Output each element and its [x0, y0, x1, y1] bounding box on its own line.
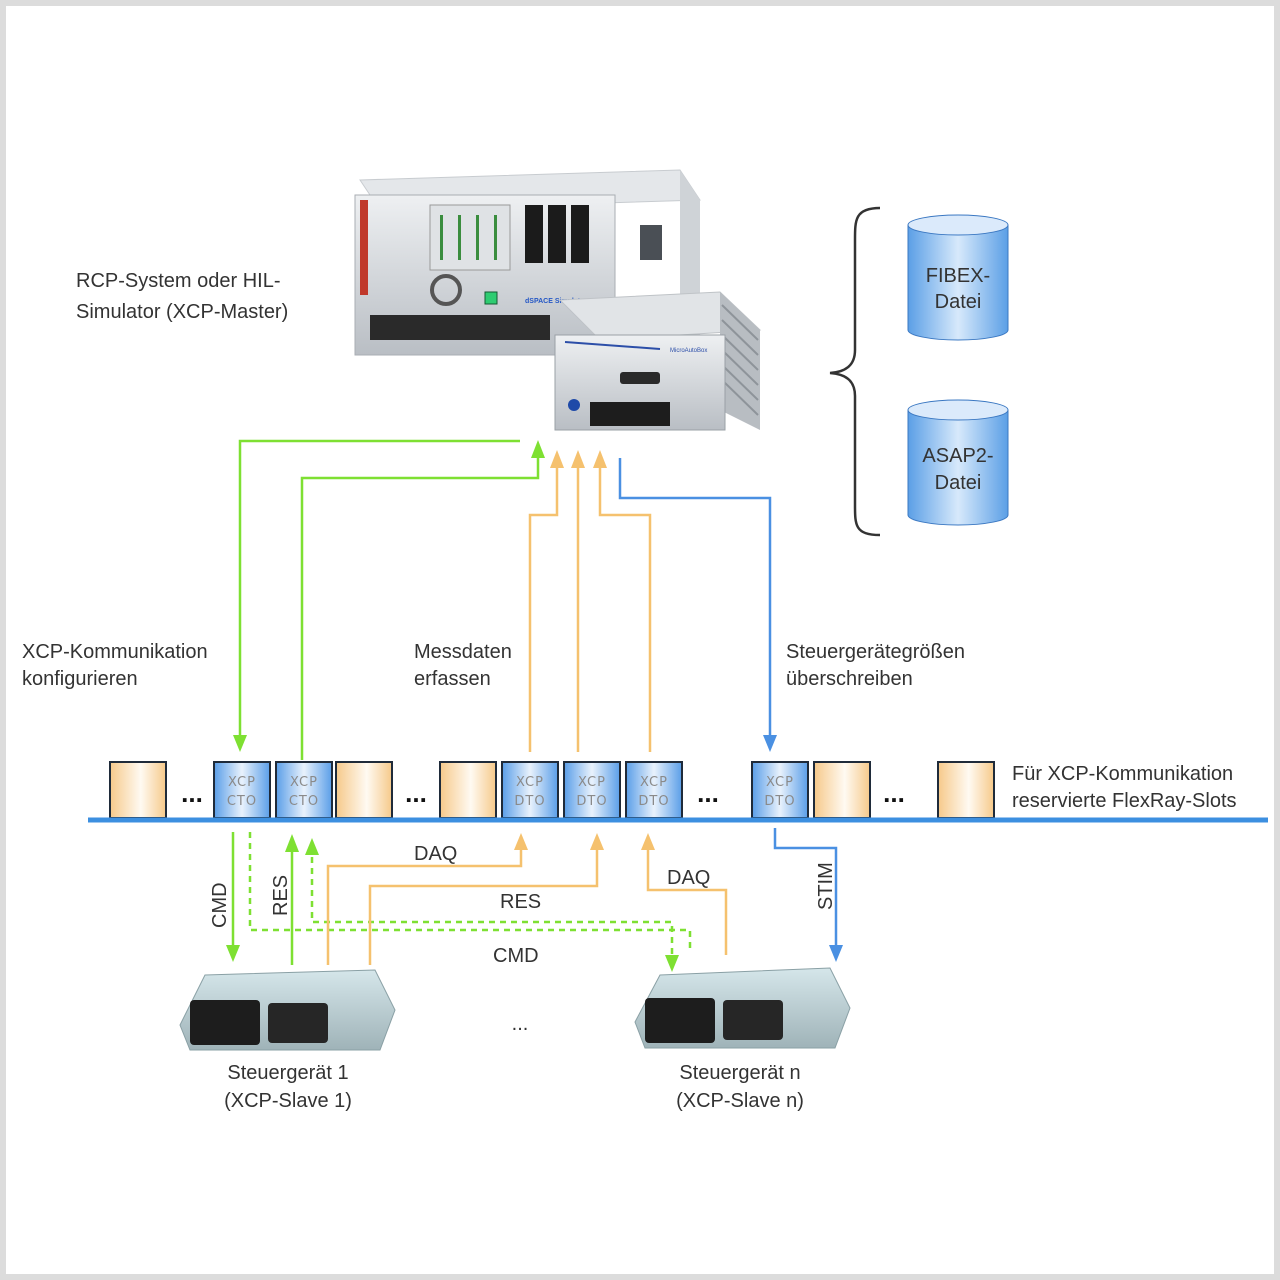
- config-annotation-line1: XCP-Kommunikation: [22, 641, 208, 663]
- hil-simulator-device: dSPACE Simulator: [354, 169, 701, 360]
- arrow-head-down-icon: [233, 735, 247, 752]
- overwrite-stim-line: [618, 458, 772, 748]
- arrow-head-down-icon: [226, 945, 240, 962]
- slot-type-label: CTO: [227, 794, 257, 809]
- master-label-line2: Simulator (XCP-Master): [76, 301, 288, 323]
- arrow-head-up-icon: [550, 450, 564, 468]
- fibex-label-line1: FIBEX-: [926, 265, 990, 287]
- arrow-head-up-icon: [641, 833, 655, 850]
- stim-line-slaven: [773, 828, 838, 950]
- measure-line-3: [598, 462, 652, 752]
- master-label-line1: RCP-System oder HIL-: [76, 270, 281, 292]
- arrow-head-up-icon: [593, 450, 607, 468]
- slot-type-label: DTO: [514, 794, 545, 809]
- measure-annotation-line1: Messdaten: [414, 641, 512, 663]
- res-label-slave1: RES: [270, 875, 292, 916]
- arrow-head-up-icon: [514, 833, 528, 850]
- slaven-label-line1: Steuergerät n: [679, 1062, 800, 1084]
- cmd-label-2: CMD: [493, 945, 539, 967]
- slot-ellipsis: ...: [405, 778, 427, 808]
- res-label-2: RES: [500, 891, 541, 913]
- config-cmd-line: [238, 439, 520, 748]
- xcp-slot: XCP CTO: [213, 761, 271, 819]
- stim-label: STIM: [815, 862, 837, 910]
- measure-line-1: [528, 462, 559, 752]
- slave1-label-line1: Steuergerät 1: [227, 1062, 348, 1084]
- arrow-head-up-icon: [531, 440, 545, 458]
- overwrite-annotation-line1: Steuergerätegrößen: [786, 641, 965, 663]
- arrow-head-down-icon: [665, 955, 679, 972]
- slot-type-label: CTO: [289, 794, 319, 809]
- arrow-head-up-icon: [571, 450, 585, 468]
- res-data-line-slave1: [368, 845, 599, 965]
- xcp-slot: XCP DTO: [751, 761, 809, 819]
- arrow-head-up-icon: [305, 838, 319, 855]
- slot-protocol-label: XCP: [228, 775, 256, 790]
- slot-protocol-label: XCP: [290, 775, 318, 790]
- other-slot: [439, 761, 497, 819]
- slot-type-label: DTO: [576, 794, 607, 809]
- res-dashed-line: [310, 852, 674, 954]
- cmd-dashed-line: [248, 832, 692, 952]
- curly-brace: [829, 206, 881, 537]
- daq-line-slaven: [646, 845, 728, 955]
- slot-type-label: DTO: [764, 794, 795, 809]
- microautobox-brand-label: MicroAutoBox: [670, 348, 707, 354]
- slaves-ellipsis: ...: [512, 1013, 529, 1035]
- config-res-line: [300, 452, 540, 760]
- slave1-label-line2: (XCP-Slave 1): [224, 1090, 352, 1112]
- xcp-slot: XCP DTO: [563, 761, 621, 819]
- arrow-head-down-icon: [829, 945, 843, 962]
- slaven-label-line2: (XCP-Slave n): [676, 1090, 804, 1112]
- slots-legend-line1: Für XCP-Kommunikation: [1012, 763, 1233, 785]
- arrow-head-up-icon: [590, 833, 604, 850]
- slot-ellipsis: ...: [697, 778, 719, 808]
- measure-annotation-line2: erfassen: [414, 668, 491, 690]
- asap2-label-line2: Datei: [935, 472, 982, 494]
- fibex-label-line2: Datei: [935, 291, 982, 313]
- xcp-slot: XCP CTO: [275, 761, 333, 819]
- flexray-slots-row: ... XCP CTO XCP CTO... XCP DTO XCP DTO XCP DTO... X…: [109, 761, 995, 819]
- other-slot: [109, 761, 167, 819]
- other-slot: [335, 761, 393, 819]
- other-slot: [813, 761, 871, 819]
- config-annotation-line2: konfigurieren: [22, 668, 138, 690]
- slot-ellipsis: ...: [883, 778, 905, 808]
- daq-label-1: DAQ: [414, 843, 457, 865]
- daq-line-slave1: [326, 845, 523, 965]
- asap2-label-line1: ASAP2-: [922, 445, 993, 467]
- ecu-slave-1: [179, 969, 396, 1051]
- slot-protocol-label: XCP: [578, 775, 606, 790]
- simulator-brand-label: dSPACE Simulator: [525, 298, 587, 305]
- other-slot: [937, 761, 995, 819]
- xcp-slot: XCP DTO: [625, 761, 683, 819]
- microautobox-device: MicroAutoBox: [554, 291, 762, 431]
- arrow-head-down-icon: [763, 735, 777, 752]
- daq-label-2: DAQ: [667, 867, 710, 889]
- slot-protocol-label: XCP: [766, 775, 794, 790]
- asap2-file-cylinder: ASAP2- Datei: [907, 399, 1009, 526]
- overwrite-annotation-line2: überschreiben: [786, 668, 913, 690]
- slot-protocol-label: XCP: [640, 775, 668, 790]
- cmd-label-slave1: CMD: [209, 882, 231, 928]
- xcp-slot: XCP DTO: [501, 761, 559, 819]
- slots-legend-line2: reservierte FlexRay-Slots: [1012, 790, 1237, 812]
- ecu-slave-n: [634, 967, 851, 1049]
- arrow-head-up-icon: [285, 834, 299, 852]
- slot-type-label: DTO: [638, 794, 669, 809]
- fibex-file-cylinder: FIBEX- Datei: [907, 214, 1009, 341]
- slot-ellipsis: ...: [181, 778, 203, 808]
- slot-protocol-label: XCP: [516, 775, 544, 790]
